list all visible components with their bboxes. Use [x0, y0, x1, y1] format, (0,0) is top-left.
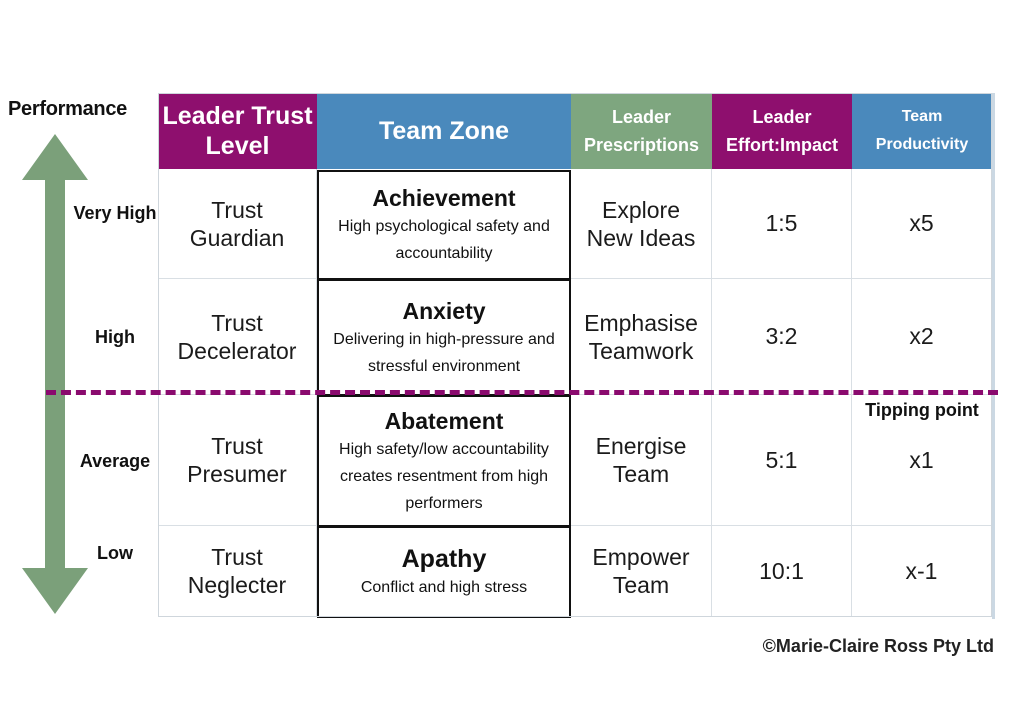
double-arrow-icon — [22, 134, 88, 614]
prescription-cell: Energise Team — [571, 395, 712, 526]
prescription-cell: Explore New Ideas — [571, 169, 712, 279]
ratio-cell: 5:1 — [712, 395, 852, 526]
table-shadow — [992, 93, 995, 619]
level-very-high: Very High — [73, 203, 157, 223]
prescription-cell: Empower Team — [571, 526, 712, 617]
tipping-point-label: Tipping point — [865, 400, 979, 420]
zone-title: Abatement — [384, 407, 504, 434]
zone-description: High psychological safety and accountabi… — [338, 218, 550, 262]
level-low: Low — [97, 543, 133, 563]
header-team-zone: Team Zone — [317, 93, 571, 169]
zone-abatement: Abatement High safety/low accountability… — [317, 395, 571, 527]
header-productivity: Team Productivity — [852, 93, 992, 169]
zone-title: Anxiety — [402, 297, 486, 324]
prescription-cell: Emphasise Teamwork — [571, 279, 712, 395]
ratio-cell: 3:2 — [712, 279, 852, 395]
header-prescriptions: Leader Prescriptions — [571, 93, 712, 169]
performance-axis-title: Performance — [8, 98, 127, 120]
zone-achievement: Achievement High psychological safety an… — [317, 170, 571, 280]
trust-cell: Trust Neglecter — [158, 526, 317, 617]
header-effort-impact: Leader Effort:Impact — [712, 93, 852, 169]
trust-cell: Trust Decelerator — [158, 279, 317, 395]
trust-cell: Trust Guardian — [158, 169, 317, 279]
zone-description: Conflict and high stress — [360, 578, 528, 596]
level-average: Average — [79, 451, 151, 471]
zone-description: Delivering in high-pressure and stressfu… — [333, 330, 555, 375]
tipping-point-line — [46, 390, 998, 395]
header-trust-level: Leader Trust Level — [158, 93, 317, 169]
zone-apathy: Apathy Conflict and high stress — [317, 526, 571, 618]
ratio-cell: 10:1 — [712, 526, 852, 617]
trust-cell: Trust Presumer — [158, 395, 317, 526]
level-high: High — [95, 327, 135, 347]
copyright-notice: ©Marie-Claire Ross Pty Ltd — [762, 636, 994, 656]
productivity-cell: x-1 — [852, 526, 992, 617]
productivity-cell: x5 — [852, 169, 992, 279]
zone-description: High safety/low accountability creates r… — [339, 440, 549, 512]
zone-title: Achievement — [372, 185, 516, 211]
ratio-cell: 1:5 — [712, 169, 852, 279]
productivity-cell: x2 — [852, 279, 992, 395]
zone-title: Apathy — [401, 544, 487, 573]
zone-anxiety: Anxiety Delivering in high-pressure and … — [317, 279, 571, 396]
